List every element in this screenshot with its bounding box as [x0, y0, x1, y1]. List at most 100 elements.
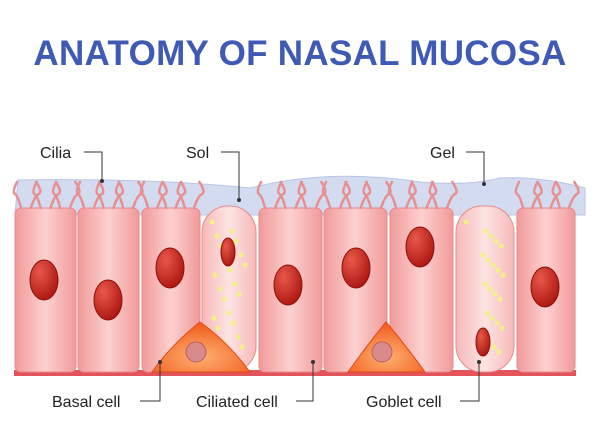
cilium — [342, 180, 352, 210]
mucin-granule — [498, 243, 504, 249]
label-basal-cell: Basal cell — [52, 394, 120, 411]
mucin-granule — [482, 281, 488, 287]
label-sol: Sol — [186, 145, 209, 162]
cilium — [549, 180, 562, 210]
basal-leader — [140, 362, 161, 402]
mucin-granule — [239, 344, 245, 350]
mucin-granule — [480, 252, 486, 258]
cilium — [277, 180, 287, 210]
basement-membrane — [14, 370, 576, 376]
cilium — [408, 180, 418, 210]
mucin-granule — [227, 267, 233, 273]
cilium — [114, 180, 125, 210]
cilium — [256, 180, 267, 210]
mucin-granule — [242, 262, 248, 268]
mucin-granule — [212, 272, 218, 278]
cilium — [530, 180, 543, 210]
cilia — [12, 180, 580, 210]
mucin-granule — [500, 272, 506, 278]
nucleus — [273, 264, 303, 306]
cilium — [551, 180, 562, 210]
cilium — [49, 180, 62, 210]
cilium — [387, 180, 398, 210]
cilium — [92, 180, 105, 210]
cilium — [404, 180, 417, 210]
mucin-granule — [491, 344, 497, 350]
mucin-granule — [485, 257, 491, 263]
goblet-leader — [460, 362, 480, 402]
label-cilia: Cilia — [40, 145, 71, 162]
cilium — [425, 180, 438, 210]
cilium — [359, 180, 372, 210]
nucleus — [475, 327, 491, 357]
cilium — [294, 180, 307, 210]
mucin-granule — [233, 238, 239, 244]
diagram-title: ANATOMY OF NASAL MUCOSA — [33, 34, 567, 73]
cilium — [51, 180, 62, 210]
mucin-granule — [497, 296, 503, 302]
label-goblet-cell: Goblet cell — [366, 394, 442, 411]
mucin-granule — [229, 228, 235, 234]
mucin-granule — [209, 219, 215, 225]
nucleus — [155, 247, 185, 289]
sol-leader — [221, 151, 240, 200]
mucin-granule — [483, 228, 489, 234]
mucin-granule — [238, 252, 244, 258]
nucleus — [220, 237, 236, 267]
mucin-granule — [214, 233, 220, 239]
cilium — [321, 180, 332, 210]
mucin-granule — [492, 291, 498, 297]
mucin-granule — [488, 233, 494, 239]
nucleus — [530, 266, 560, 308]
gel-leader — [466, 151, 485, 184]
nucleus — [405, 226, 435, 268]
mucin-granule — [493, 238, 499, 244]
basal-nucleus — [371, 341, 393, 363]
mucin-granule — [235, 334, 241, 340]
mucin-granule — [232, 281, 238, 287]
mucin-granule — [487, 286, 493, 292]
mucin-granule — [494, 320, 500, 326]
cilium — [112, 180, 125, 210]
cilium — [139, 180, 150, 210]
nucleus — [341, 247, 371, 289]
cells — [14, 205, 576, 373]
cilium — [567, 180, 580, 210]
mucin-granule — [490, 262, 496, 268]
cilium — [174, 180, 187, 210]
mucin-granule — [236, 291, 242, 297]
mucin-granule — [496, 349, 502, 355]
mucin-granule — [215, 325, 221, 331]
nucleus — [29, 259, 59, 301]
label-ciliated-cell: Ciliated cell — [196, 394, 278, 411]
mucin-granule — [499, 325, 505, 331]
mucin-granule — [217, 286, 223, 292]
cilium — [95, 180, 105, 210]
cilium — [514, 180, 525, 210]
mucin-granule — [226, 310, 232, 316]
mucin-granule — [463, 219, 469, 225]
mucin-granule — [484, 310, 490, 316]
cilium — [428, 180, 439, 210]
cilium — [362, 180, 373, 210]
cilium — [158, 180, 168, 210]
cilium — [533, 180, 543, 210]
mucin-granule — [221, 296, 227, 302]
ciliated-leader — [296, 362, 314, 402]
nucleus — [93, 279, 123, 321]
cilium — [445, 180, 458, 210]
mucin-granule — [230, 320, 236, 326]
cilium — [297, 180, 308, 210]
mucin-granule — [211, 315, 217, 321]
cilium — [155, 180, 168, 210]
cilium — [32, 180, 42, 210]
cilium — [75, 180, 86, 210]
cilium — [192, 180, 205, 210]
cilium — [176, 180, 187, 210]
mucin-granule — [489, 315, 495, 321]
label-gel: Gel — [430, 145, 455, 162]
cilia-leader — [84, 151, 103, 181]
cilium — [338, 180, 351, 210]
cilium — [29, 180, 42, 210]
